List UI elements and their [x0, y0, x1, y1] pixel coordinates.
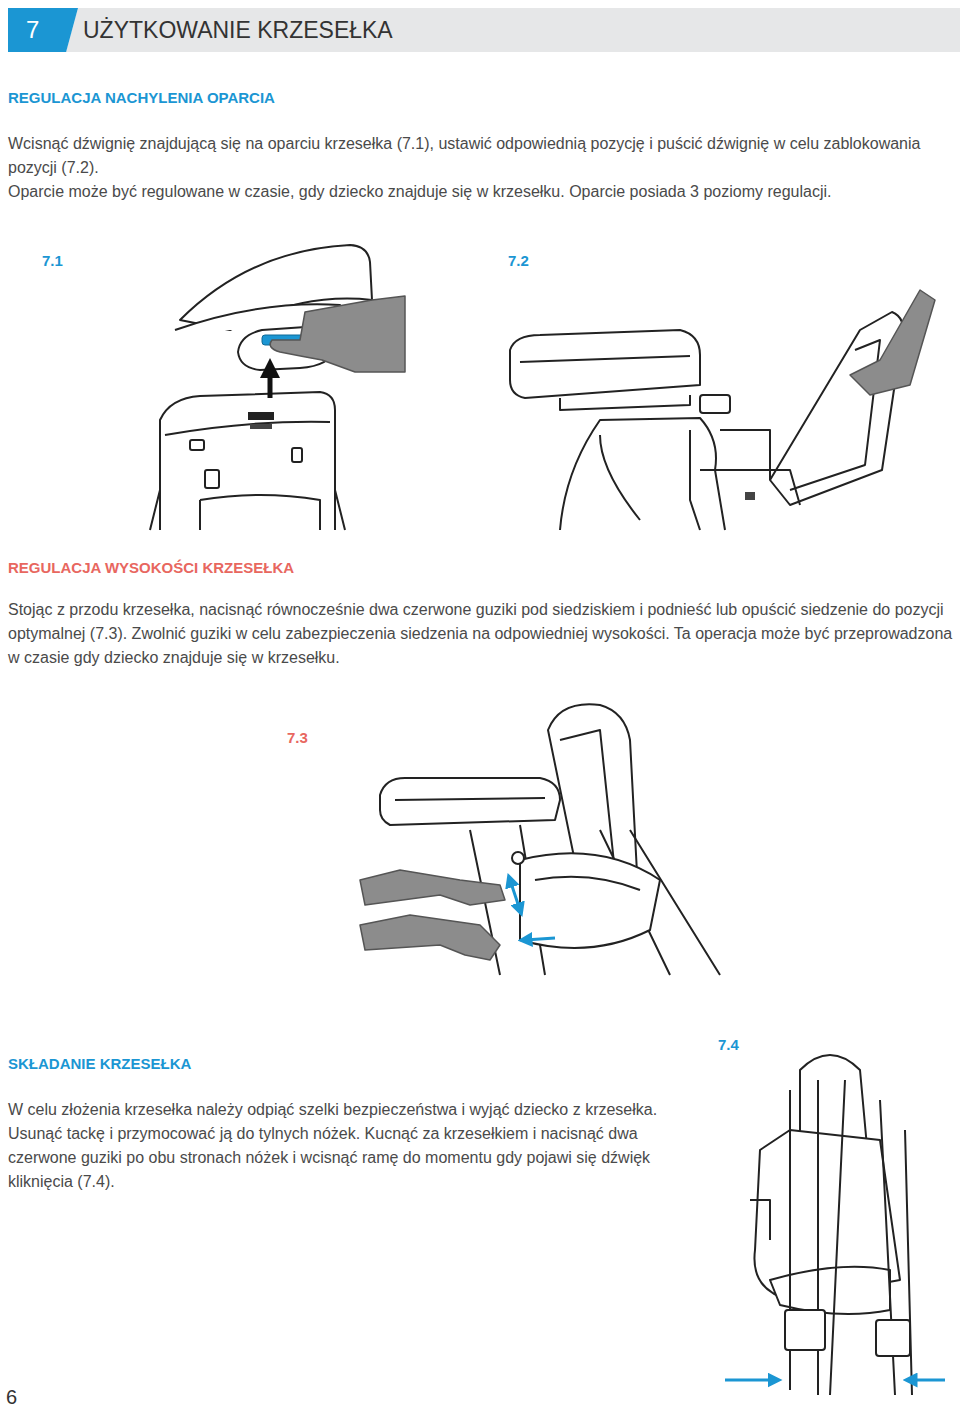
- figure-number: 7.1: [42, 252, 63, 269]
- figure-7-3: [360, 704, 720, 975]
- figure-7-4: [725, 1055, 945, 1395]
- section-heading: SKŁADANIE KRZESEŁKA: [8, 1055, 608, 1072]
- page-number: 6: [6, 1386, 17, 1409]
- body-text: Wcisnąć dźwignię znajdującą się na oparc…: [8, 132, 953, 180]
- page-title: UŻYTKOWANIE KRZESEŁKA: [83, 17, 393, 44]
- section-heading: REGULACJA WYSOKOŚCI KRZESEŁKA: [8, 559, 948, 576]
- figure-7-2: [510, 290, 935, 530]
- header-band: [66, 8, 960, 52]
- body-text: Stojąc z przodu krzesełka, nacisnąć równ…: [8, 598, 953, 670]
- figure-7-1: [150, 245, 405, 530]
- body-text: Oparcie może być regulowane w czasie, gd…: [8, 180, 953, 204]
- figure-number: 7.3: [287, 729, 308, 746]
- section-tab: 7: [8, 8, 78, 52]
- body-text: W celu złożenia krzesełka należy odpiąć …: [8, 1098, 658, 1194]
- figure-number: 7.2: [508, 252, 529, 269]
- figure-number: 7.4: [718, 1036, 739, 1053]
- section-heading: REGULACJA NACHYLENIA OPARCIA: [8, 89, 948, 106]
- section-number: 7: [26, 16, 39, 44]
